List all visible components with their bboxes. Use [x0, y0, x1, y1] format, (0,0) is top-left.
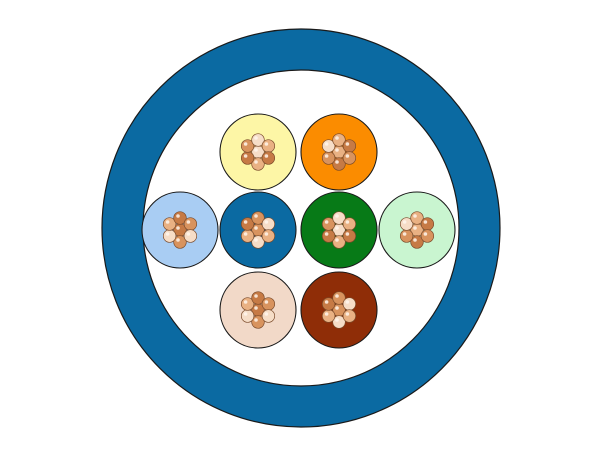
strand-highlight — [176, 214, 180, 218]
strand-highlight — [176, 226, 180, 230]
wire-orange — [300, 113, 378, 191]
strand-highlight — [345, 232, 350, 236]
conductor-strand — [321, 151, 336, 165]
conductor-bundle — [321, 211, 357, 249]
conductor-strand — [183, 229, 198, 243]
strand-highlight — [254, 160, 258, 164]
conductor-strand — [342, 297, 357, 311]
conductor-strand — [420, 217, 435, 231]
strand-highlight — [335, 318, 339, 322]
strand-highlight — [176, 238, 180, 242]
strand-highlight — [335, 148, 339, 152]
conductor-strand — [342, 309, 357, 323]
wire-brown — [300, 271, 378, 349]
conductor-bundle — [240, 133, 276, 171]
strand-highlight — [423, 220, 428, 224]
conductor-strand — [399, 229, 414, 243]
wire-light-green — [378, 191, 456, 269]
strand-highlight — [413, 226, 417, 230]
strand-highlight — [254, 226, 258, 230]
strand-highlight — [254, 294, 258, 298]
strand-highlight — [324, 232, 329, 236]
wire-light-blue — [141, 191, 219, 269]
conductor-bundle — [240, 211, 276, 249]
conductor-strand — [162, 229, 177, 243]
strand-highlight — [186, 232, 191, 236]
strand-highlight — [264, 154, 269, 158]
strand-highlight — [324, 142, 329, 146]
wire-group — [141, 113, 456, 349]
strand-highlight — [324, 154, 329, 158]
strand-highlight — [345, 312, 350, 316]
strand-highlight — [165, 232, 170, 236]
strand-highlight — [254, 136, 258, 140]
strand-highlight — [324, 300, 329, 304]
strand-highlight — [345, 220, 350, 224]
strand-highlight — [264, 300, 269, 304]
conductor-strand — [342, 139, 357, 153]
wire-light-yellow — [219, 113, 297, 191]
strand-highlight — [335, 238, 339, 242]
strand-highlight — [335, 214, 339, 218]
strand-highlight — [402, 220, 407, 224]
wire-blue — [219, 191, 297, 269]
strand-highlight — [264, 232, 269, 236]
strand-highlight — [186, 220, 191, 224]
strand-highlight — [243, 142, 248, 146]
strand-highlight — [254, 214, 258, 218]
strand-highlight — [243, 220, 248, 224]
strand-highlight — [345, 142, 350, 146]
strand-highlight — [254, 306, 258, 310]
strand-highlight — [243, 154, 248, 158]
strand-highlight — [254, 318, 258, 322]
strand-highlight — [402, 232, 407, 236]
conductor-bundle — [321, 291, 357, 329]
conductor-strand — [342, 217, 357, 231]
conductor-bundle — [321, 133, 357, 171]
conductor-bundle — [162, 211, 198, 249]
strand-highlight — [254, 148, 258, 152]
conductor-strand — [183, 217, 198, 231]
wire-green — [300, 191, 378, 269]
strand-highlight — [413, 214, 417, 218]
strand-highlight — [335, 160, 339, 164]
strand-highlight — [264, 142, 269, 146]
conductor-bundle — [399, 211, 435, 249]
strand-highlight — [335, 306, 339, 310]
conductor-strand — [321, 229, 336, 243]
conductor-strand — [240, 229, 255, 243]
cable — [101, 28, 501, 428]
strand-highlight — [413, 238, 417, 242]
conductor-strand — [321, 309, 336, 323]
conductor-strand — [261, 151, 276, 165]
conductor-bundle — [240, 291, 276, 329]
strand-highlight — [243, 300, 248, 304]
strand-highlight — [345, 154, 350, 158]
conductor-strand — [261, 297, 276, 311]
strand-highlight — [335, 136, 339, 140]
strand-highlight — [324, 312, 329, 316]
conductor-strand — [261, 217, 276, 231]
strand-highlight — [345, 300, 350, 304]
strand-highlight — [254, 238, 258, 242]
conductor-strand — [261, 139, 276, 153]
strand-highlight — [243, 232, 248, 236]
strand-highlight — [324, 220, 329, 224]
strand-highlight — [264, 312, 269, 316]
strand-highlight — [335, 226, 339, 230]
strand-highlight — [264, 220, 269, 224]
conductor-strand — [240, 151, 255, 165]
conductor-strand — [342, 151, 357, 165]
conductor-strand — [261, 229, 276, 243]
conductor-strand — [342, 229, 357, 243]
conductor-strand — [420, 229, 435, 243]
conductor-strand — [240, 309, 255, 323]
strand-highlight — [165, 220, 170, 224]
wire-light-pink — [219, 271, 297, 349]
strand-highlight — [335, 294, 339, 298]
strand-highlight — [423, 232, 428, 236]
strand-highlight — [243, 312, 248, 316]
conductor-strand — [261, 309, 276, 323]
